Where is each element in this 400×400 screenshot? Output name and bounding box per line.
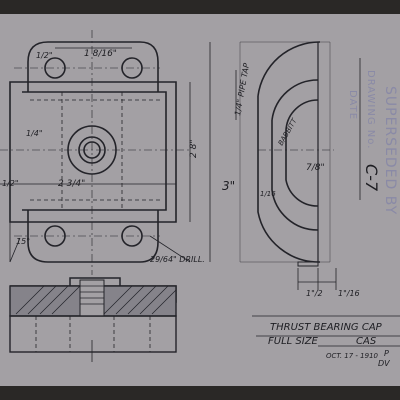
dim-three: 3"	[222, 179, 235, 193]
dim-seven-eighth: 7/8"	[306, 163, 325, 173]
title-block-rules	[252, 58, 400, 347]
dim-half-left: 1/2"	[2, 179, 19, 188]
side-dimension-lines	[235, 70, 337, 290]
date-label: DATE	[347, 90, 358, 120]
dim-angle: 15°	[16, 237, 30, 246]
drawing-scale: FULL SIZE	[268, 336, 319, 347]
section-view	[9, 277, 177, 362]
dimension-lines	[0, 42, 211, 263]
sub-1: P	[384, 349, 389, 358]
side-view	[239, 41, 334, 267]
dim-two-eight: 2 8"	[189, 140, 199, 158]
dim-top-width: 1 8/16"	[84, 49, 117, 59]
drawing-date: OCT. 17 - 1910	[326, 352, 379, 360]
dim-quarter: 1/4"	[26, 129, 43, 138]
dim-drill: 29/64" DRILL.	[150, 255, 205, 264]
drawing-title: THRUST BEARING CAP	[270, 322, 383, 333]
sub-2: DV	[378, 359, 390, 368]
top-view	[0, 30, 190, 275]
dim-one-sixteenth: 1"/16	[338, 289, 360, 298]
superseded-stamp: SUPERSEDED BY	[382, 86, 398, 215]
drawing-no: C-7	[362, 164, 381, 192]
dim-one-half: 1"/2	[306, 289, 323, 298]
dim-one-sixteenth-r: 1/16	[260, 190, 276, 198]
drawing-no-label: DRAWING No.	[365, 70, 376, 149]
dim-radius: 1/2"	[36, 51, 53, 60]
material: CAS	[356, 336, 377, 347]
dim-two-three-quarter: 2 3/4"	[58, 179, 85, 189]
